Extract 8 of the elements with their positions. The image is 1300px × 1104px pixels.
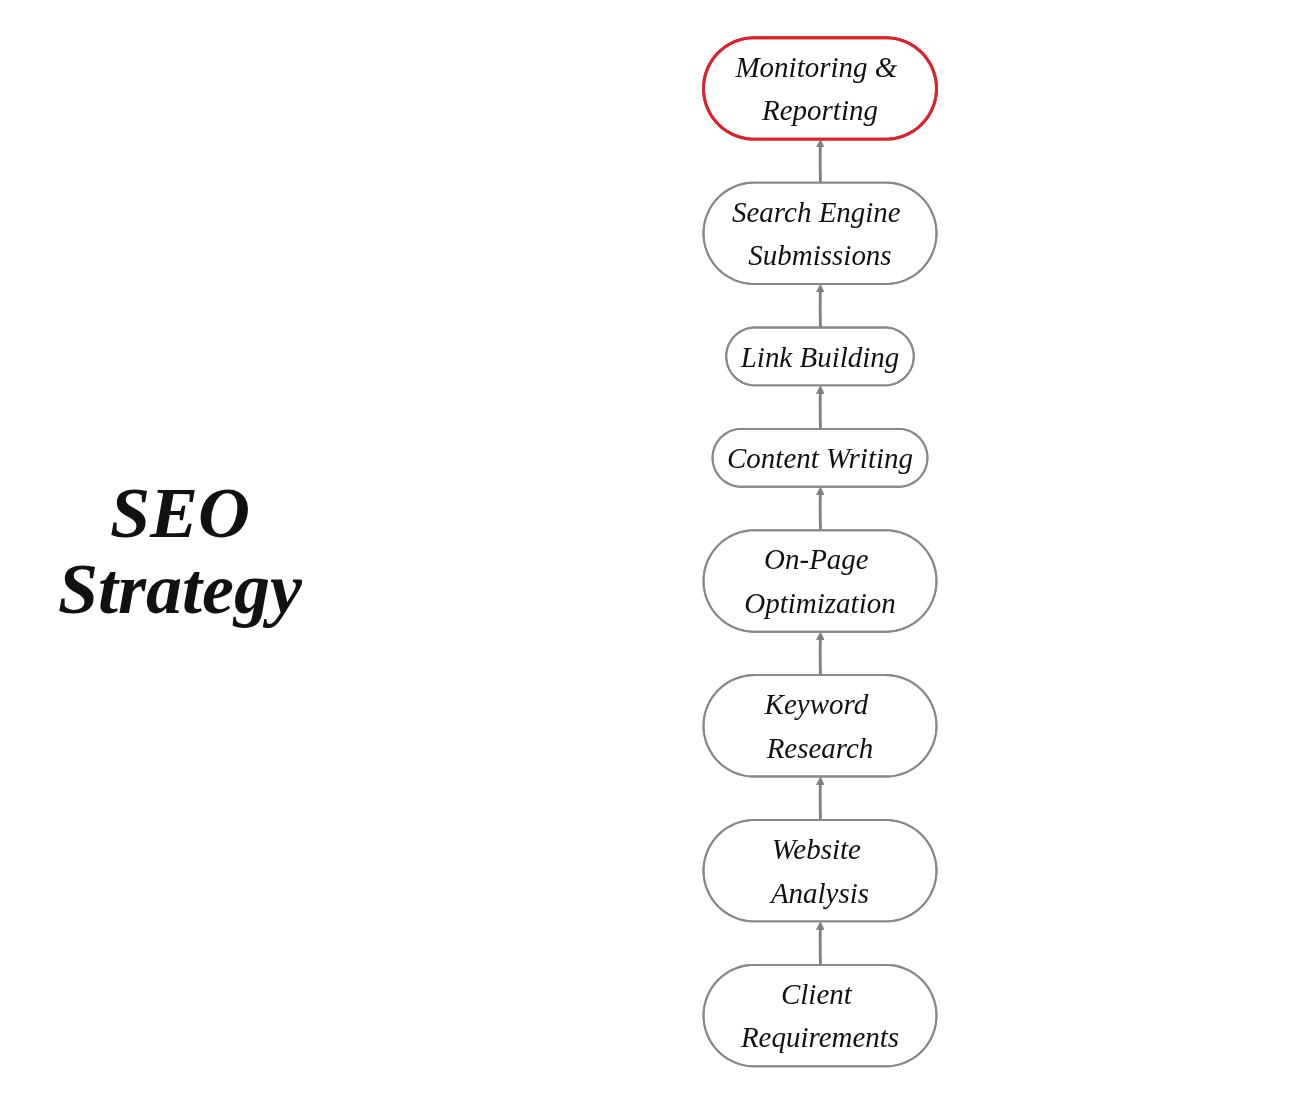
arrow [816, 631, 825, 676]
arrow [816, 921, 825, 966]
arrow [816, 284, 825, 328]
arrow [816, 139, 825, 184]
diagram-title: SEO Strategy [57, 476, 303, 628]
arrow [816, 385, 825, 430]
arrow [816, 486, 825, 531]
arrow [816, 776, 825, 821]
